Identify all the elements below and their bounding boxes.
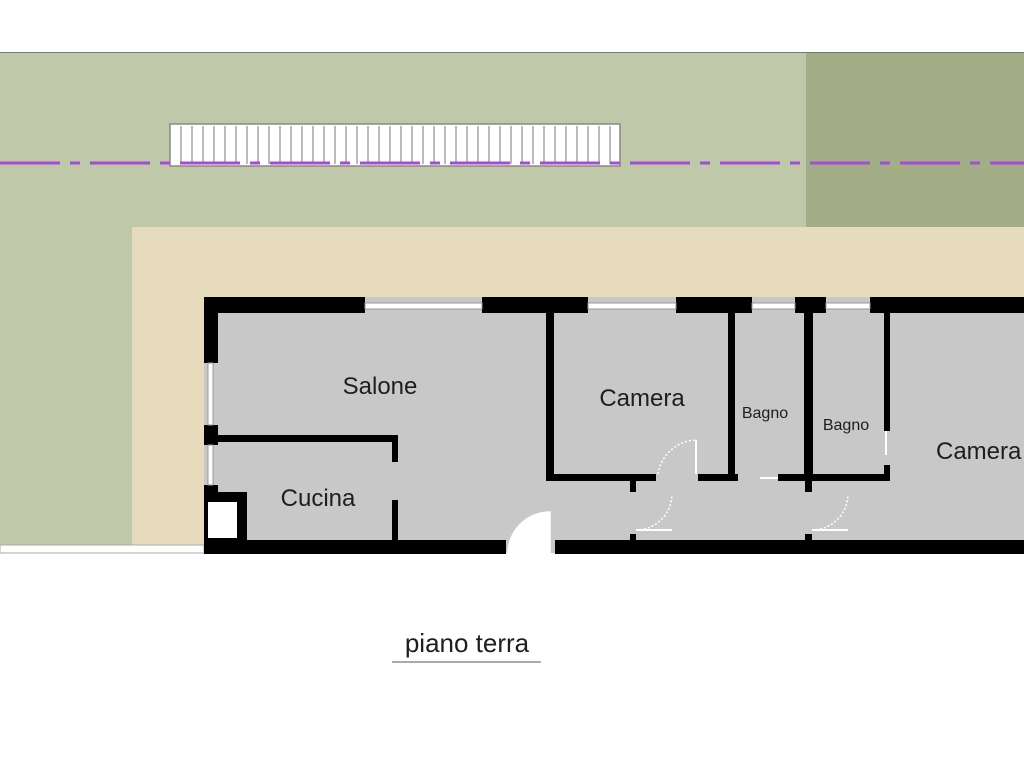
room-label-salone: Salone <box>343 373 418 400</box>
plan-caption: piano terra <box>405 628 530 658</box>
walls <box>204 297 1024 554</box>
room-label-camera: Camera <box>599 385 685 412</box>
garden-dark-area <box>806 52 1024 227</box>
room-label-camera: Camera <box>936 438 1022 465</box>
windows <box>207 302 871 486</box>
room-label-bagno: Bagno <box>742 405 788 422</box>
room-label-bagno: Bagno <box>823 417 869 434</box>
doors <box>507 439 849 555</box>
interior-floor <box>204 297 1024 553</box>
room-label-cucina: Cucina <box>281 485 356 512</box>
shaft <box>208 502 237 538</box>
path-strip <box>0 544 205 554</box>
staircase <box>169 123 621 167</box>
door-leaves <box>636 431 887 531</box>
